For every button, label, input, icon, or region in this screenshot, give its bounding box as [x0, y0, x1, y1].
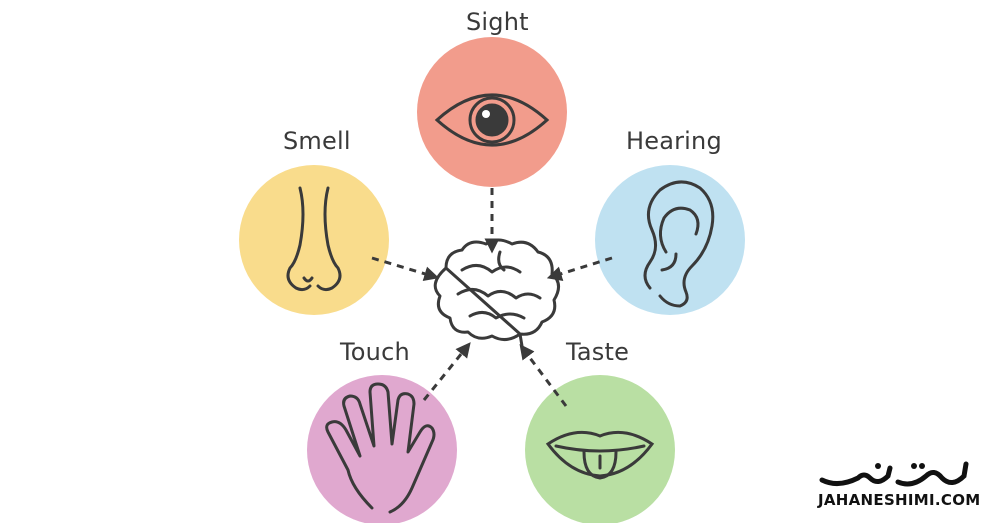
touch-arrow [422, 342, 471, 401]
watermark-logo: JAHANESHIMI.COM [818, 458, 980, 512]
taste-circle [525, 375, 675, 523]
touch-label: Touch [340, 338, 410, 366]
taste-label: Taste [566, 338, 630, 366]
hearing-circle [595, 165, 745, 315]
sight-label: Sight [466, 8, 529, 36]
smell-circle [239, 165, 389, 315]
hand-icon [325, 382, 436, 514]
mouth-icon [545, 430, 655, 480]
watermark-latin: JAHANESHIMI.COM [818, 491, 981, 509]
watermark-arabic-logo [819, 461, 969, 487]
touch-circle [307, 375, 457, 523]
taste-arrow [519, 344, 568, 407]
smell-arrow [371, 256, 440, 282]
hearing-arrow [546, 256, 613, 281]
hearing-label: Hearing [626, 127, 722, 155]
brain-icon [433, 238, 560, 348]
nose-icon [286, 186, 342, 292]
smell-label: Smell [283, 127, 351, 155]
ear-icon [643, 180, 715, 308]
eye-icon [434, 93, 550, 147]
